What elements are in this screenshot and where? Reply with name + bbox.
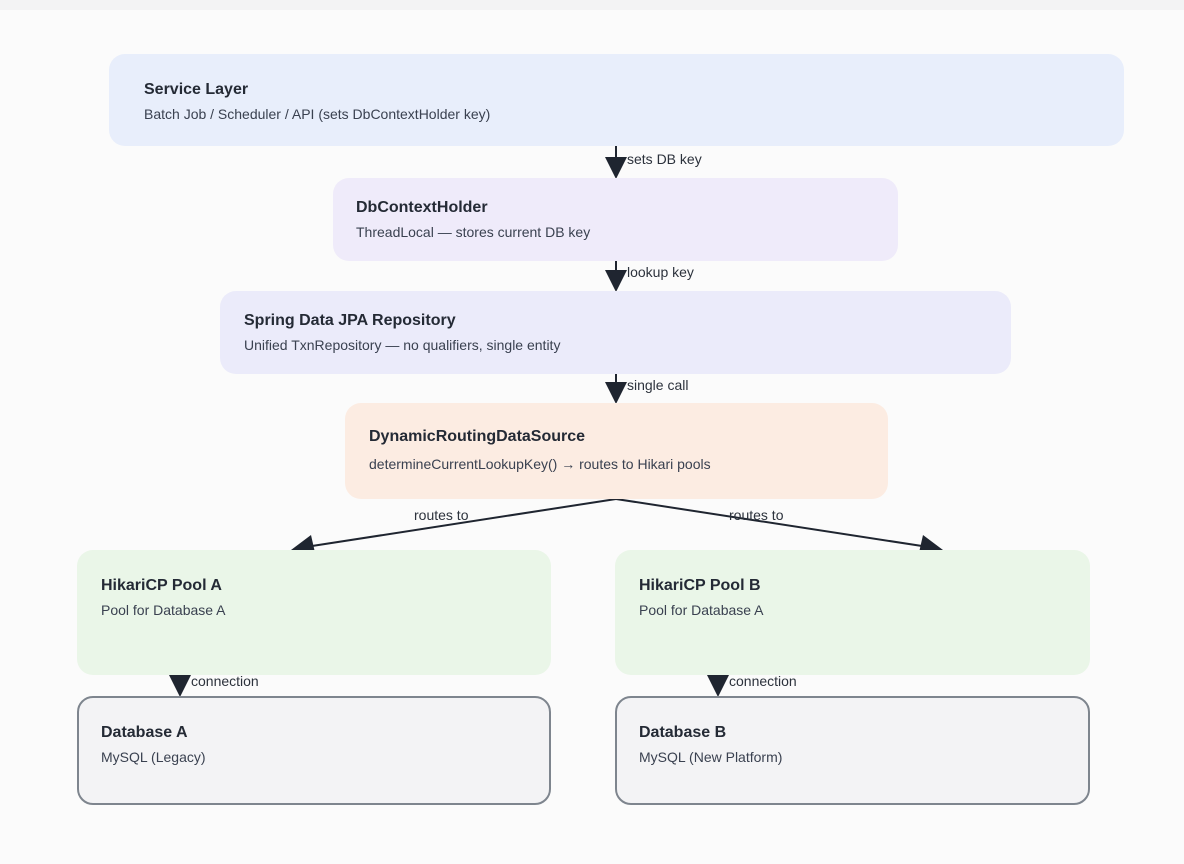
jpa-repository-node: Spring Data JPA Repository Unified TxnRe… <box>220 291 1011 374</box>
edge-routing-to-pool-b <box>615 498 923 547</box>
node-title: Database B <box>639 724 727 741</box>
node-subtitle: Pool for Database A <box>639 602 764 618</box>
node-subtitle: Unified TxnRepository — no qualifiers, s… <box>244 337 561 353</box>
db-context-holder-node: DbContextHolder ThreadLocal — stores cur… <box>333 178 898 261</box>
node-title: DynamicRoutingDataSource <box>369 428 586 445</box>
node-title: DbContextHolder <box>356 199 488 216</box>
edge-label-lookup-key: lookup key <box>627 264 694 280</box>
node-subtitle: MySQL (New Platform) <box>639 749 783 765</box>
arrowhead-repo-to-routing <box>605 382 627 404</box>
edge-label-connection-b: connection <box>729 673 797 689</box>
node-title: Database A <box>101 724 188 741</box>
arrowhead-ctx-to-repo <box>605 270 627 292</box>
edge-label-connection-a: connection <box>191 673 259 689</box>
hikari-pool-b-node: HikariCP Pool B Pool for Database A <box>615 550 1090 675</box>
service-layer-node: Service Layer Batch Job / Scheduler / AP… <box>109 54 1124 146</box>
edge-label-single-call: single call <box>627 377 689 393</box>
arrowhead-pool-b-to-db-b <box>707 675 729 697</box>
routing-datasource-node: DynamicRoutingDataSource determineCurren… <box>345 403 888 499</box>
arrowhead-service-to-ctx <box>605 157 627 179</box>
node-subtitle: MySQL (Legacy) <box>101 749 206 765</box>
hikari-pool-a-node: HikariCP Pool A Pool for Database A <box>77 550 551 675</box>
top-band <box>0 0 1184 10</box>
arrowhead-pool-a-to-db-a <box>169 675 191 697</box>
database-b-node: Database B MySQL (New Platform) <box>615 696 1090 805</box>
node-title: HikariCP Pool B <box>639 577 761 594</box>
node-title: HikariCP Pool A <box>101 577 222 594</box>
edge-label-sets-db-key: sets DB key <box>627 151 702 167</box>
node-subtitle: Batch Job / Scheduler / API (sets DbCont… <box>144 106 491 122</box>
node-subtitle: Pool for Database A <box>101 602 226 618</box>
database-a-node: Database A MySQL (Legacy) <box>77 696 551 805</box>
edge-routing-to-pool-a <box>311 498 617 547</box>
node-title: Service Layer <box>144 81 249 98</box>
node-subtitle: determineCurrentLookupKey() → routes to … <box>369 456 711 472</box>
edge-label-routes-to-a: routes to <box>414 507 469 523</box>
edge-label-routes-to-b: routes to <box>729 507 784 523</box>
node-title: Spring Data JPA Repository <box>244 312 456 329</box>
node-subtitle: ThreadLocal — stores current DB key <box>356 224 591 240</box>
